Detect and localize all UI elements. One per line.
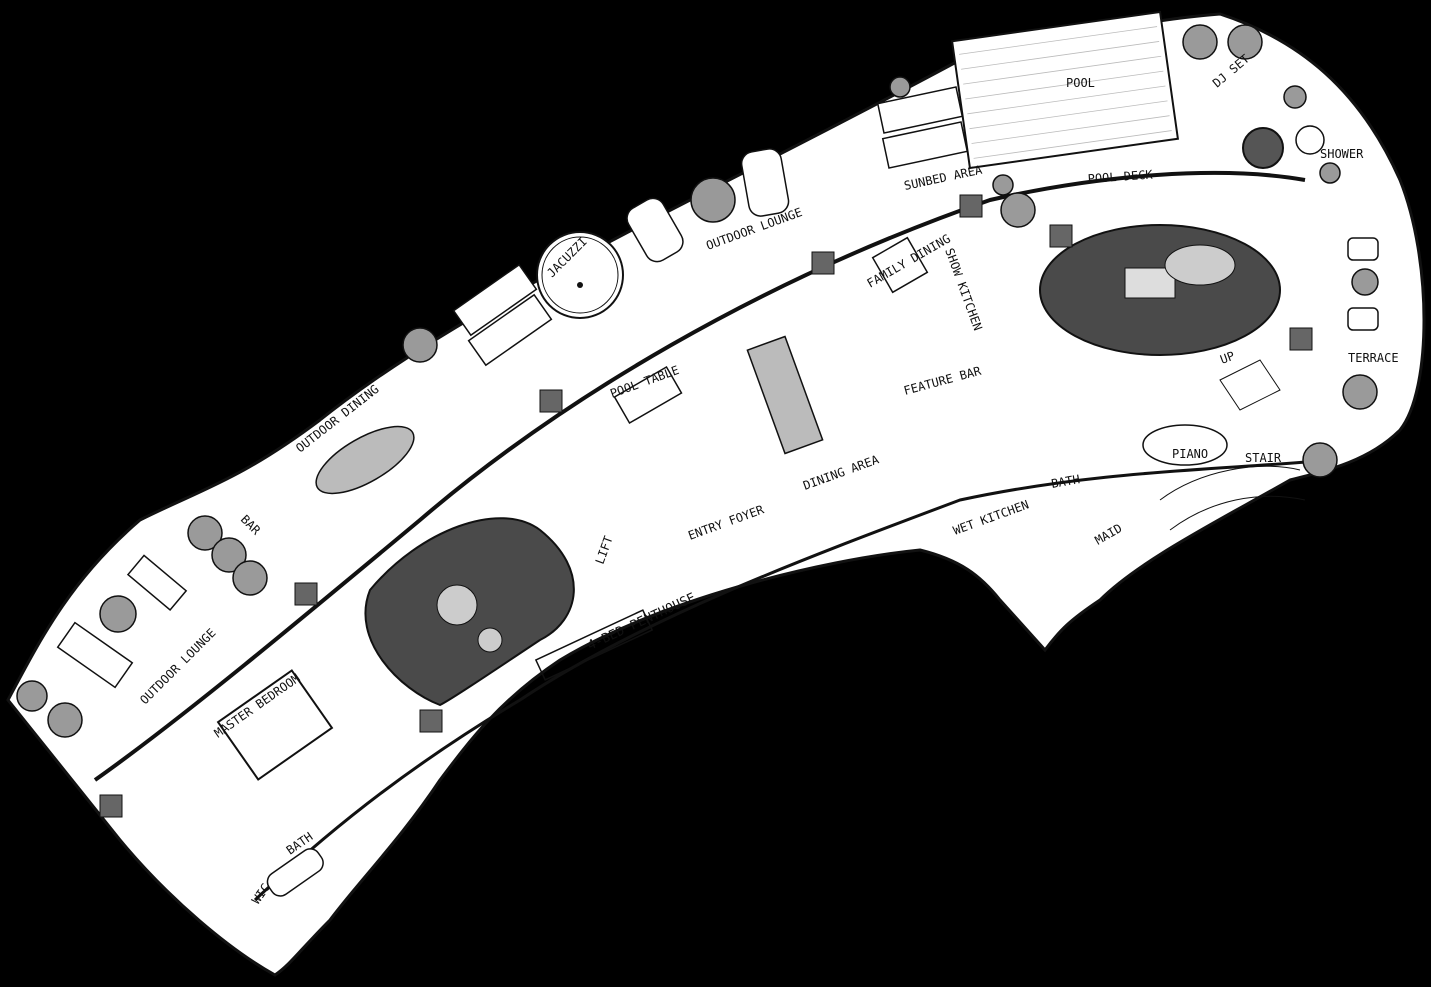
label-up: UP [1218, 349, 1236, 367]
master-bed [216, 669, 334, 781]
dining-table [746, 335, 824, 455]
label-piano: PIANO [1172, 447, 1208, 461]
pool-table [613, 365, 683, 425]
living-rug [364, 517, 575, 707]
outdoor-lounge-furniture [626, 148, 790, 263]
pool [950, 10, 1180, 170]
interior-wall-line [253, 458, 1331, 902]
terrace-chairs [1347, 237, 1379, 331]
title-frame [534, 609, 654, 681]
stair [1159, 359, 1306, 531]
label-shower: SHOWER [1320, 147, 1364, 161]
jacuzzi [536, 231, 624, 319]
label-pool-deck: POOL DECK [1087, 167, 1154, 186]
bath-tub [266, 848, 324, 897]
label-pool: POOL [1066, 76, 1095, 90]
label-terrace: TERRACE [1348, 351, 1399, 365]
label-stair: STAIR [1245, 451, 1282, 465]
lower-lounge-sofas [56, 554, 188, 689]
columns [99, 194, 1313, 818]
sunbeds [452, 86, 969, 367]
piano [1142, 424, 1228, 466]
fire-pit [1242, 127, 1284, 169]
family-dining-table [871, 236, 929, 294]
glazing-line [93, 170, 1306, 782]
outdoor-shower [1295, 125, 1325, 155]
upper-living-rug [1039, 224, 1281, 356]
planters [16, 24, 1379, 738]
label-bath-maid: BATH [1050, 472, 1081, 491]
outdoor-dining-table [315, 425, 415, 495]
